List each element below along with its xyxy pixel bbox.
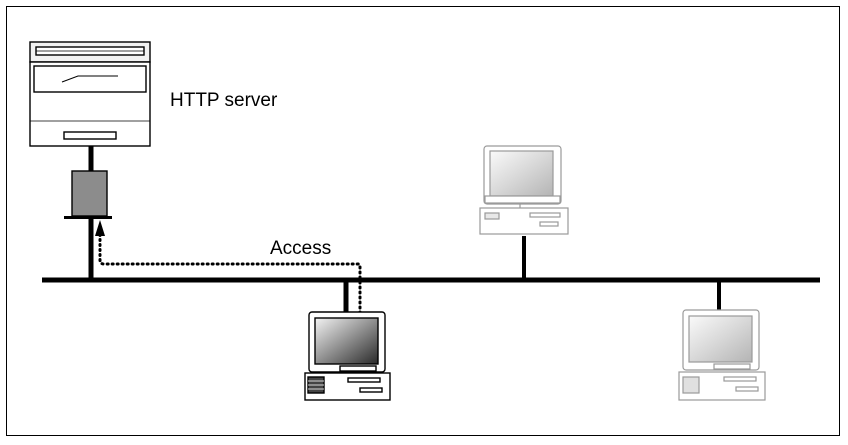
access-path [98, 233, 362, 320]
network-card-icon [64, 170, 112, 219]
copier-icon [29, 41, 151, 147]
access-arrowhead [95, 220, 105, 236]
access-label: Access [270, 238, 332, 259]
computer-icon [479, 145, 569, 235]
http-server-label: HTTP server [170, 90, 278, 111]
computer-icon [304, 311, 391, 401]
computer-icon [678, 309, 766, 401]
